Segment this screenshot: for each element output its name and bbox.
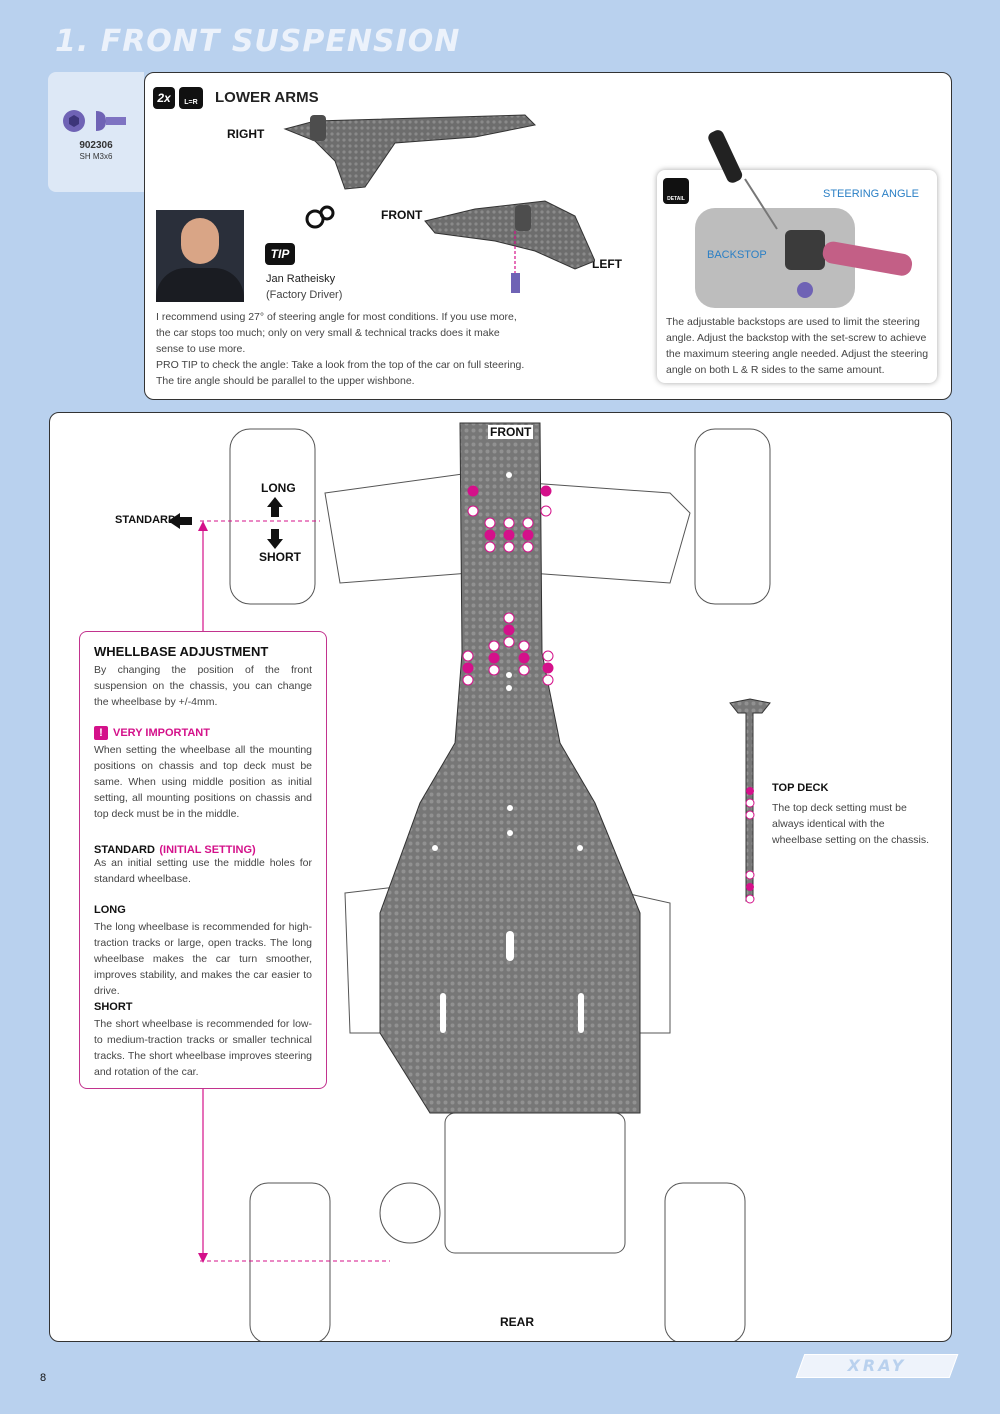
page-number: 8 <box>40 1372 47 1384</box>
quantity-badge: 2x <box>153 87 175 109</box>
short-heading: SHORT <box>94 1001 133 1013</box>
top-deck-text: The top deck setting must be always iden… <box>772 802 930 846</box>
tip-role: (Factory Driver) <box>266 289 343 301</box>
lr-same-icon: L=R <box>179 87 203 109</box>
standard-subheading: (INITIAL SETTING) <box>159 844 256 856</box>
label-right: RIGHT <box>227 127 265 141</box>
important-text: When setting the wheelbase all the mount… <box>94 744 312 820</box>
detail-icon: DETAIL <box>663 178 689 204</box>
driver-photo <box>156 210 244 302</box>
brand-logo: XRAY <box>795 1354 959 1378</box>
chassis-holes <box>432 472 584 1033</box>
label-chassis-rear: REAR <box>498 1315 537 1329</box>
detail-text: The adjustable backstops are used to lim… <box>666 316 929 376</box>
long-text: The long wheelbase is recommended for hi… <box>94 921 312 997</box>
tip-text-1: I recommend using 27° of steering angle … <box>156 311 517 355</box>
standard-heading: STANDARD <box>94 844 155 856</box>
detail-illustration <box>695 208 913 308</box>
detail-box: DETAIL 1.5 mm STEERING ANGLE BACKSTOP Th… <box>657 124 937 383</box>
wheelbase-heading: WHELLBASE ADJUSTMENT <box>94 644 269 659</box>
label-standard: STANDARD <box>115 514 176 526</box>
chassis-panel: FRONT REAR LONG SHORT STANDARD TOP DECK … <box>49 412 952 1342</box>
label-left: LEFT <box>592 257 622 271</box>
part-box: 902306 SH M3x6 <box>48 72 144 192</box>
part-code: 902306 <box>79 140 113 151</box>
steering-angle-label: STEERING ANGLE <box>823 188 919 200</box>
top-deck-drawing <box>729 698 771 904</box>
lower-arms-illustration <box>283 114 595 293</box>
brand-text: XRAY <box>847 1356 907 1375</box>
screw-icon <box>63 110 126 132</box>
long-heading: LONG <box>94 904 126 916</box>
short-text: The short wheelbase is recommended for l… <box>94 1018 312 1078</box>
backstop-label: BACKSTOP <box>707 249 767 261</box>
lr-badge: L=R <box>184 99 198 106</box>
warning-icon: ! <box>94 726 108 740</box>
label-short: SHORT <box>259 550 301 564</box>
tip-badge: TIP <box>265 243 295 265</box>
lower-arms-heading: LOWER ARMS <box>215 89 319 106</box>
label-chassis-front: FRONT <box>488 425 534 439</box>
standard-heading-row: STANDARD (INITIAL SETTING) <box>94 840 256 858</box>
hex-driver-icon <box>708 130 778 230</box>
page-title: 1. FRONT SUSPENSION <box>55 24 461 59</box>
top-deck-heading: TOP DECK <box>772 782 829 794</box>
tip-text-2: PRO TIP to check the angle: Take a look … <box>156 359 525 387</box>
wheelbase-box: WHELLBASE ADJUSTMENT By changing the pos… <box>79 631 327 1089</box>
important-heading: VERY IMPORTANT <box>113 727 210 739</box>
detail-badge: DETAIL <box>667 196 685 202</box>
label-front: FRONT <box>381 208 423 222</box>
part-desc: SH M3x6 <box>79 152 113 161</box>
standard-text: As an initial setting use the middle hol… <box>94 857 312 885</box>
wheelbase-holes <box>462 485 554 686</box>
wheelbase-intro: By changing the position of the front su… <box>94 664 312 708</box>
tip-name: Jan Ratheisky <box>266 273 336 285</box>
label-long: LONG <box>261 481 296 495</box>
